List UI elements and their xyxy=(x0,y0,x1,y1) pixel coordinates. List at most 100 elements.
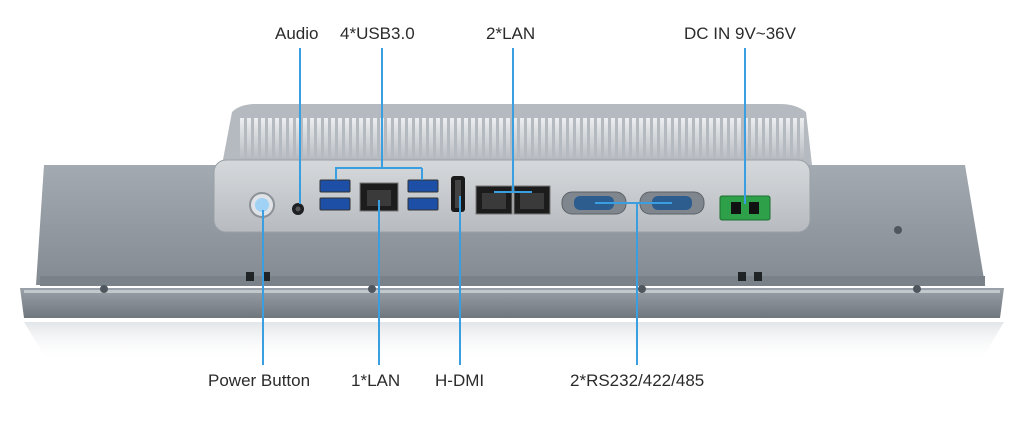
heatsink-fin xyxy=(408,118,412,158)
heatsink-fin xyxy=(394,118,398,158)
heatsink-fin xyxy=(562,118,566,158)
heatsink-fin xyxy=(359,118,363,158)
heatsink-fin xyxy=(289,118,293,158)
heatsink-fin xyxy=(387,118,391,158)
hdmi-port xyxy=(451,176,465,212)
heatsink-fin xyxy=(541,118,545,158)
heatsink-fin xyxy=(765,118,769,158)
panel-shadow xyxy=(40,276,985,286)
heatsink-fin xyxy=(674,118,678,158)
label-lan1: 1*LAN xyxy=(351,371,401,390)
heatsink-fin xyxy=(772,118,776,158)
heatsink-fin xyxy=(632,118,636,158)
heatsink-fin xyxy=(751,118,755,158)
heatsink-fin xyxy=(352,118,356,158)
floor-reflection xyxy=(24,322,1004,362)
heatsink-fin xyxy=(597,118,601,158)
heatsink-fin xyxy=(695,118,699,158)
heatsink-fin xyxy=(716,118,720,158)
heatsink-fin xyxy=(800,118,804,158)
heatsink-fin xyxy=(688,118,692,158)
heatsink-fin xyxy=(471,118,475,158)
heatsink-fin xyxy=(702,118,706,158)
heatsink-fin xyxy=(317,118,321,158)
heatsink-fin xyxy=(660,118,664,158)
panel-screws xyxy=(100,226,921,293)
heatsink-fin xyxy=(282,118,286,158)
heatsink-fin xyxy=(303,118,307,158)
heatsink-fin xyxy=(492,118,496,158)
heatsink-fin xyxy=(429,118,433,158)
body-vent-slots xyxy=(246,272,762,281)
label-hdmi: H-DMI xyxy=(435,371,485,390)
lan-ports-dual xyxy=(475,185,551,215)
heatsink-fins xyxy=(240,118,804,158)
heatsink-fin xyxy=(653,118,657,158)
heatsink-fin xyxy=(478,118,482,158)
heatsink-fin xyxy=(247,118,251,158)
heatsink-fin xyxy=(604,118,608,158)
heatsink-fin xyxy=(737,118,741,158)
callout-leader-lines xyxy=(262,48,746,365)
heatsink-fin xyxy=(555,118,559,158)
heatsink-fin xyxy=(569,118,573,158)
heatsink-fin xyxy=(786,118,790,158)
heatsink-fin xyxy=(583,118,587,158)
heatsink-fin xyxy=(681,118,685,158)
serial-ports xyxy=(561,191,705,215)
heatsink-fin xyxy=(709,118,713,158)
heatsink-fin xyxy=(527,118,531,158)
heatsink-fin xyxy=(758,118,762,158)
heatsink-fin xyxy=(548,118,552,158)
heatsink-fin xyxy=(443,118,447,158)
heatsink-fin xyxy=(401,118,405,158)
heatsink-fin xyxy=(268,118,272,158)
heatsink-fin xyxy=(618,118,622,158)
heatsink-fin xyxy=(625,118,629,158)
heatsink-fin xyxy=(324,118,328,158)
label-audio: Audio xyxy=(275,24,319,43)
heatsink-fin xyxy=(310,118,314,158)
label-usb: 4*USB3.0 xyxy=(340,24,415,43)
bezel-highlight xyxy=(24,290,1000,293)
heatsink-fin xyxy=(331,118,335,158)
heatsink-fin xyxy=(499,118,503,158)
audio-jack-port xyxy=(292,203,304,215)
label-serial: 2*RS232/422/485 xyxy=(570,371,705,390)
label-dc-in: DC IN 9V~36V xyxy=(684,24,796,43)
heatsink-fin xyxy=(590,118,594,158)
heatsink-fin xyxy=(436,118,440,158)
label-power-button: Power Button xyxy=(208,371,311,390)
heatsink-fin xyxy=(296,118,300,158)
heatsink-fin xyxy=(464,118,468,158)
heatsink-fin xyxy=(254,118,258,158)
heatsink-fin xyxy=(506,118,510,158)
heatsink-fin xyxy=(793,118,797,158)
heatsink-fin xyxy=(366,118,370,158)
heatsink-fin xyxy=(240,118,244,158)
heatsink-fin xyxy=(520,118,524,158)
heatsink-fin xyxy=(485,118,489,158)
heatsink-fin xyxy=(730,118,734,158)
heatsink-fin xyxy=(373,118,377,158)
heatsink-fin xyxy=(534,118,538,158)
front-bezel xyxy=(20,288,1004,318)
heatsink-fin xyxy=(723,118,727,158)
heatsink-fin xyxy=(450,118,454,158)
usb3-ports xyxy=(319,179,439,211)
heatsink-fin xyxy=(576,118,580,158)
heatsink-fin xyxy=(422,118,426,158)
heatsink-fin xyxy=(261,118,265,158)
heatsink-fin xyxy=(457,118,461,158)
label-lan2: 2*LAN xyxy=(486,24,536,43)
heatsink-fin xyxy=(338,118,342,158)
heatsink-fin xyxy=(415,118,419,158)
heatsink-fin xyxy=(779,118,783,158)
heatsink-fin xyxy=(667,118,671,158)
heatsink-fin xyxy=(611,118,615,158)
heatsink-fin xyxy=(646,118,650,158)
heatsink-fin xyxy=(275,118,279,158)
heatsink-fin xyxy=(513,118,517,158)
